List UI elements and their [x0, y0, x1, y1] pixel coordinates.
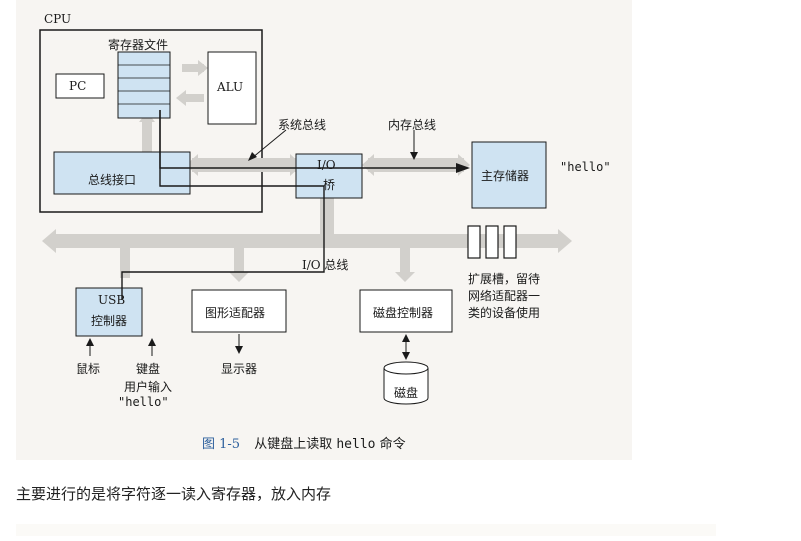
- cpu-frame: [39, 29, 263, 213]
- cpu-label: CPU: [44, 12, 72, 26]
- bridge-to-io-bus-band: [320, 196, 334, 236]
- io-bridge-label-line2: 桥: [323, 178, 336, 192]
- keyboard-arrow: [148, 338, 156, 356]
- register-file: [117, 51, 171, 119]
- usb-controller-label-line2: 控制器: [91, 314, 128, 328]
- memory-data-path: [159, 110, 456, 169]
- disk-controller-label: 磁盘控制器: [373, 306, 434, 320]
- display-label: 显示器: [221, 362, 258, 376]
- register-alu-band: [176, 60, 208, 106]
- alu-box: [207, 51, 257, 125]
- io-bridge-label-line1: I/O: [317, 158, 336, 172]
- bus-interface-label: 总线接口: [88, 173, 137, 187]
- io-bus-band: [42, 229, 572, 253]
- memory-bus-pointer: [410, 130, 418, 160]
- display-arrow: [235, 334, 243, 354]
- mouse-arrow: [86, 338, 94, 356]
- main-memory-label: 主存储器: [481, 169, 530, 183]
- caption-text-prefix: 从键盘上读取: [254, 437, 337, 452]
- io-bridge-box: [295, 153, 363, 199]
- mouse-label: 鼠标: [76, 362, 101, 376]
- disk-controller-disk-arrow: [402, 334, 410, 360]
- system-bus-pointer: [248, 129, 287, 161]
- computer-architecture-diagram: [39, 29, 572, 405]
- graphics-adapter-box: [191, 289, 287, 333]
- pc-box: [55, 73, 105, 99]
- bottom-divider: [16, 524, 716, 536]
- user-input-label-line1: 用户输入: [124, 380, 173, 394]
- keyboard-label: 键盘: [136, 362, 161, 376]
- bus-interface-box: [53, 151, 191, 195]
- graphics-adapter-label: 图形适配器: [205, 306, 266, 320]
- register-file-label: 寄存器文件: [108, 38, 169, 52]
- figure-caption: 图 1-5 从键盘上读取 hello 命令: [202, 433, 406, 452]
- register-bus-interface-band: [139, 112, 155, 156]
- main-memory-box: [471, 141, 547, 209]
- user-input-label-line2: "hello": [118, 395, 169, 409]
- system-bus-band: [186, 154, 302, 176]
- disk-label: 磁盘: [394, 386, 419, 400]
- io-bus-label: I/O 总线: [302, 258, 349, 272]
- hello-string-label: "hello": [560, 160, 611, 174]
- figure-1-5: CPU 寄存器文件 PC ALU 系统总线 内存总线 总线接口 I/O 桥 主存…: [16, 0, 632, 460]
- figure-number: 图 1-5: [202, 437, 241, 452]
- disk-controller-box: [359, 289, 453, 333]
- memory-bus-band: [362, 154, 470, 176]
- explanation-text: 主要进行的是将字符逐一读入寄存器，放入内存: [16, 485, 332, 503]
- input-data-path: [121, 110, 325, 300]
- pc-label: PC: [69, 79, 87, 93]
- disk-cylinder: [383, 361, 429, 405]
- usb-controller-box: [75, 287, 143, 337]
- alu-label: ALU: [217, 80, 244, 94]
- expansion-slots: [467, 225, 517, 259]
- memory-bus-label: 内存总线: [388, 118, 437, 132]
- caption-code: hello: [336, 437, 376, 452]
- expansion-slots-label-line3: 类的设备使用: [468, 306, 541, 320]
- usb-controller-label-line1: USB: [98, 293, 126, 307]
- memory-path-arrowhead: [456, 163, 470, 173]
- expansion-slots-label-line1: 扩展槽，留待: [468, 272, 541, 286]
- caption-text-suffix: 命令: [375, 437, 406, 452]
- expansion-slots-label-line2: 网络适配器一: [468, 289, 541, 303]
- device-drops: [120, 248, 415, 282]
- system-bus-label: 系统总线: [278, 118, 327, 132]
